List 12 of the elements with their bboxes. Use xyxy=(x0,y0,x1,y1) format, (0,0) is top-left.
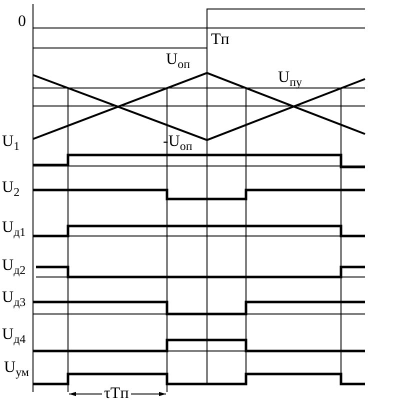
dimension-label: τTп xyxy=(102,386,131,400)
signal-label: U$_{д2}$ xyxy=(2,258,26,278)
axis-label: 0 xyxy=(18,14,26,30)
signal-label: U$_{ум}$ xyxy=(4,360,29,380)
signal-label: U$_{д4}$ xyxy=(2,327,26,347)
signal-label: U$_{1}$ xyxy=(2,134,20,154)
signal-label: U$_{д1}$ xyxy=(2,220,26,240)
period-label: Tп xyxy=(211,32,230,48)
signal-label: U$_{пу}$ xyxy=(278,70,302,90)
signal-label: U$_{д3}$ xyxy=(2,290,26,310)
signal-label: U$_{оп}$ xyxy=(166,52,190,72)
signal-label: U$_{2}$ xyxy=(2,180,20,200)
